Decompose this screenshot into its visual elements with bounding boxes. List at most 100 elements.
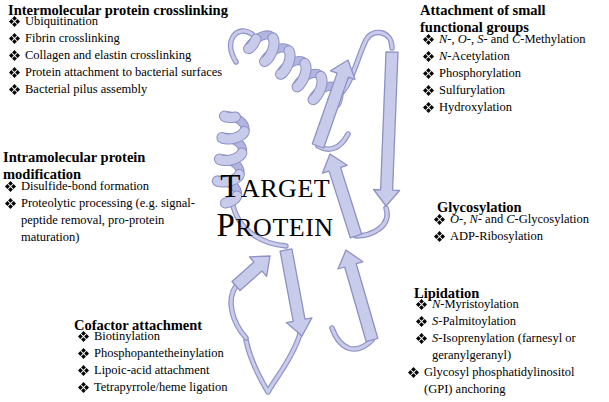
bullet-petal <box>426 108 431 113</box>
bullet-petal <box>426 91 431 96</box>
bullet-petal <box>8 181 13 186</box>
loop-tube <box>246 334 300 392</box>
list-item: Phosphopantetheinylation <box>77 345 224 362</box>
bullet-symbol <box>78 348 89 359</box>
helix-front-outline <box>249 38 339 103</box>
list-item: Biotinylation <box>77 328 160 345</box>
list-item: ADP-Ribosylation <box>433 228 543 245</box>
bullet-petal <box>440 234 445 239</box>
bullet-petal <box>78 351 83 356</box>
bullet-symbol <box>5 198 16 209</box>
bullet-petal <box>15 36 20 41</box>
bullet-petal <box>437 237 442 242</box>
list-item: Sulfurylation <box>422 82 505 99</box>
bullet-petal <box>426 102 431 107</box>
bullet-symbol <box>423 102 434 113</box>
bullet-petal <box>411 367 416 372</box>
bullet-petal <box>12 84 17 89</box>
bullet-symbol <box>9 33 20 44</box>
bullet-petal <box>5 201 10 206</box>
bullet-petal <box>9 87 14 92</box>
list-item: Fibrin crosslinking <box>8 30 120 47</box>
bullet-petal <box>423 71 428 76</box>
list-item: Phosphorylation <box>422 65 521 82</box>
list-item: Collagen and elastin crosslinking <box>8 47 191 64</box>
bullet-petal <box>426 85 431 90</box>
bullet-petal <box>84 368 89 373</box>
beta-strand <box>232 256 270 291</box>
bullet-symbol <box>434 231 445 242</box>
bullet-petal <box>440 217 445 222</box>
group-heading: Attachment of small functional groups <box>420 2 600 36</box>
list-item: Ubiquitination <box>8 13 98 30</box>
bullet-petal <box>429 54 434 59</box>
bullet-symbol <box>9 16 20 27</box>
bullet-petal <box>12 73 17 78</box>
list-item: S-Palmitoylation <box>415 313 516 330</box>
bullet-petal <box>15 87 20 92</box>
bullet-petal <box>12 16 17 21</box>
helix-front <box>249 38 339 103</box>
bullet-petal <box>423 105 428 110</box>
list-item: Proteolytic processing (e.g. signal-pept… <box>4 195 211 246</box>
bullet-symbol <box>416 333 427 344</box>
bullet-symbol <box>423 51 434 62</box>
bullet-petal <box>81 331 86 336</box>
bullet-petal <box>12 67 17 72</box>
bullet-petal <box>81 354 86 359</box>
list-item: S-Isoprenylation (farnesyl or geranylger… <box>415 330 600 364</box>
bullet-petal <box>9 36 14 41</box>
bullet-petal <box>426 40 431 45</box>
bullet-petal <box>11 184 16 189</box>
bullet-petal <box>81 371 86 376</box>
bullet-petal <box>416 302 421 307</box>
bullet-petal <box>12 33 17 38</box>
beta-strand <box>374 52 400 206</box>
bullet-petal <box>426 51 431 56</box>
list-item: Disulfide-bond formation <box>4 178 149 195</box>
bullet-petal <box>84 351 89 356</box>
bullet-petal <box>429 37 434 42</box>
bullet-petal <box>419 316 424 321</box>
bullet-symbol <box>408 367 419 378</box>
bullet-petal <box>422 319 427 324</box>
bullet-petal <box>78 334 83 339</box>
bullet-petal <box>419 299 424 304</box>
bullet-petal <box>437 214 442 219</box>
bullet-petal <box>416 336 421 341</box>
bullet-petal <box>437 231 442 236</box>
list-item: Bacterial pilus assembly <box>8 81 147 98</box>
bullet-symbol <box>416 299 427 310</box>
bullet-petal <box>81 388 86 393</box>
bullet-petal <box>11 201 16 206</box>
bullet-petal <box>419 339 424 344</box>
bullet-petal <box>414 370 419 375</box>
bullet-petal <box>9 53 14 58</box>
bullet-petal <box>15 19 20 24</box>
bullet-petal <box>422 336 427 341</box>
list-item: Glycosyl phosphatidylinositol (GPI) anch… <box>407 364 604 398</box>
bullet-petal <box>422 302 427 307</box>
bullet-symbol <box>416 316 427 327</box>
list-item: N-, O-, S- and C-Methylation <box>422 31 586 48</box>
beta-strand <box>338 250 378 342</box>
bullet-symbol <box>423 85 434 96</box>
bullet-petal <box>12 90 17 95</box>
bullet-petal <box>81 365 86 370</box>
bullet-petal <box>423 37 428 42</box>
beta-strand <box>312 60 355 148</box>
bullet-petal <box>9 70 14 75</box>
bullet-petal <box>423 54 428 59</box>
loop-outline <box>231 286 246 338</box>
ribbon-group <box>217 31 400 392</box>
loop-tube <box>231 286 246 338</box>
bullet-petal <box>8 187 13 192</box>
bullet-petal <box>426 74 431 79</box>
bullet-petal <box>429 105 434 110</box>
bullet-petal <box>81 382 86 387</box>
list-item: Hydroxylation <box>422 99 512 116</box>
helix-front <box>217 116 244 203</box>
bullet-petal <box>426 68 431 73</box>
bullet-petal <box>81 337 86 342</box>
